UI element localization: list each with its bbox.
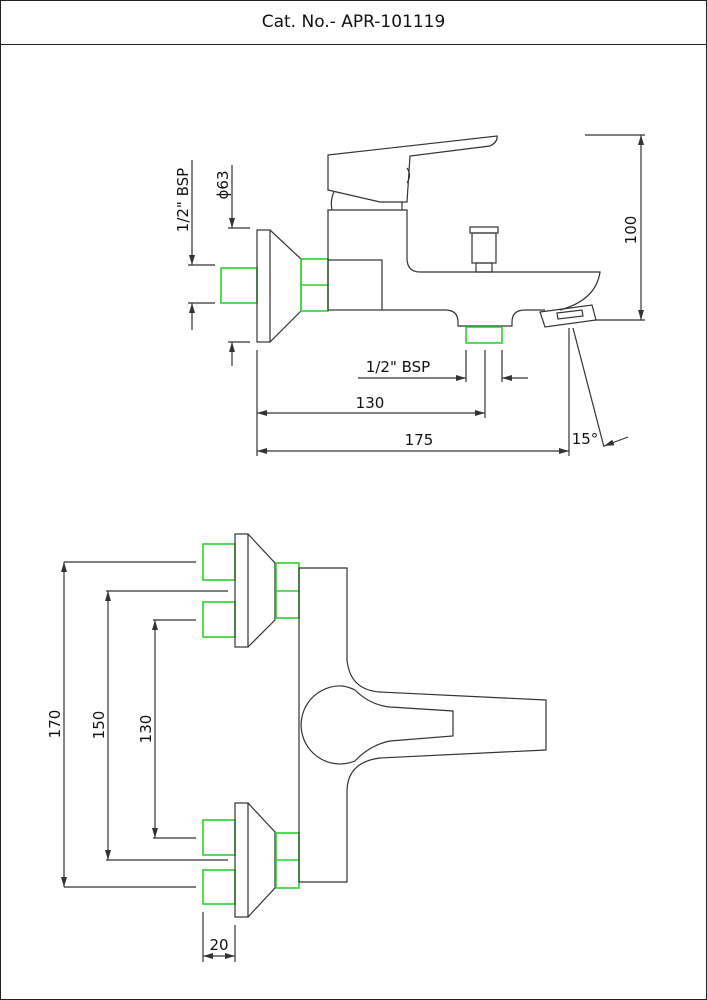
- body-outline: [298, 567, 547, 883]
- outlet-thread-label: 1/2" BSP: [366, 358, 430, 376]
- wall-flange: [234, 533, 249, 648]
- lever-top: [300, 685, 454, 765]
- top-view: 170 150 130 20: [46, 533, 547, 962]
- inlet-pipe: [202, 819, 236, 856]
- max-centres-label: 170: [46, 710, 64, 739]
- inlet-pipe: [202, 601, 236, 638]
- outlet-pipe: [465, 326, 503, 344]
- body-spout-bottom: [382, 309, 545, 327]
- diverter-cap: [469, 226, 499, 234]
- outlet-distance-label: 130: [356, 394, 385, 412]
- body-box: [327, 259, 383, 311]
- wall-flange: [256, 229, 271, 343]
- inlet-thread-label: 1/2" BSP: [174, 168, 192, 232]
- inlet-length-label: 20: [209, 936, 228, 954]
- min-centres-label: 130: [137, 715, 155, 744]
- dimensions-side: 1/2" BSP ϕ63 100 1/2" BSP 130 175 15°: [174, 134, 645, 456]
- dimensions-top: 170 150 130 20: [46, 561, 236, 962]
- catalog-number: Cat. No.- APR-101119: [261, 12, 446, 32]
- wall-flange: [234, 802, 249, 918]
- mid-centres-label: 150: [90, 711, 108, 740]
- spout-aerator: [539, 304, 597, 328]
- angle-label: 15°: [572, 430, 599, 448]
- inlet-pipe: [202, 543, 236, 581]
- lever-handle: [327, 135, 498, 203]
- height-label: 100: [622, 216, 640, 245]
- inlet-pipe: [202, 869, 236, 905]
- body-spout-top: [327, 209, 601, 311]
- flange-diameter-label: ϕ63: [214, 171, 232, 200]
- diverter-knob: [471, 232, 497, 264]
- flange-cone: [269, 229, 302, 343]
- catalog-header: Cat. No.- APR-101119: [0, 0, 707, 45]
- inlet-pipe: [220, 267, 258, 304]
- total-length-label: 175: [405, 431, 434, 449]
- side-view: 1/2" BSP ϕ63 100 1/2" BSP 130 175 15°: [174, 134, 645, 456]
